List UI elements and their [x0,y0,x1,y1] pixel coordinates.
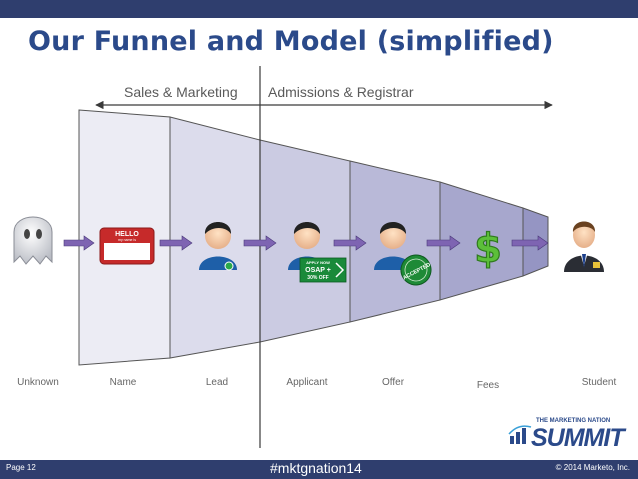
dollar-icon: $ [473,225,502,272]
bottom-bar [0,460,638,479]
stage-label-fees: Fees [476,380,500,391]
discount-text: 30% OFF [307,275,328,281]
page-number: Page 12 [6,463,36,472]
slide-title: Our Funnel and Model (simplified) [28,26,554,57]
my-name-is-text: my name is [118,238,136,242]
stage-label-lead: Lead [205,377,229,388]
copyright: © 2014 Marketo, Inc. [555,463,630,472]
hello-text: HELLO [115,231,139,238]
student-person-icon [564,221,604,272]
section-admissions-registrar: Admissions & Registrar [268,84,414,100]
name-badge-icon: HELLO my name is [99,227,155,265]
stage-label-offer: Offer [381,377,405,388]
arrow-5 [426,235,461,251]
stage-label-student: Student [581,377,617,388]
ghost-icon [13,216,53,265]
offer-person-icon: ACCEPTED [374,222,432,286]
stage-label-applicant: Applicant [286,377,328,388]
accepted-stamp: ACCEPTED [400,254,432,286]
arrow-1 [63,235,95,251]
arrow-4 [333,235,367,251]
flow-arrows [63,235,549,251]
section-sales-marketing: Sales & Marketing [124,84,238,100]
apply-now-badge: APPLY NOW OSAP + 30% OFF [299,257,347,283]
dollar-glyph: $ [474,226,502,272]
summit-logo-icon [508,425,532,444]
arrow-6 [511,235,549,251]
logo-tagline: THE MARKETING NATION [536,418,611,424]
stage-label-name: Name [109,377,137,388]
apply-now-text: APPLY NOW [306,260,330,265]
hashtag: #mktgnation14 [270,460,362,476]
arrow-2 [159,235,193,251]
lead-person-icon [199,222,237,271]
applicant-person-icon: APPLY NOW OSAP + 30% OFF [288,222,347,283]
osap-text: OSAP + [305,267,331,274]
stage-label-unknown: Unknown [17,377,59,388]
top-bar [0,0,638,18]
logo-summit: SUMMIT [531,424,625,452]
arrow-3 [243,235,277,251]
